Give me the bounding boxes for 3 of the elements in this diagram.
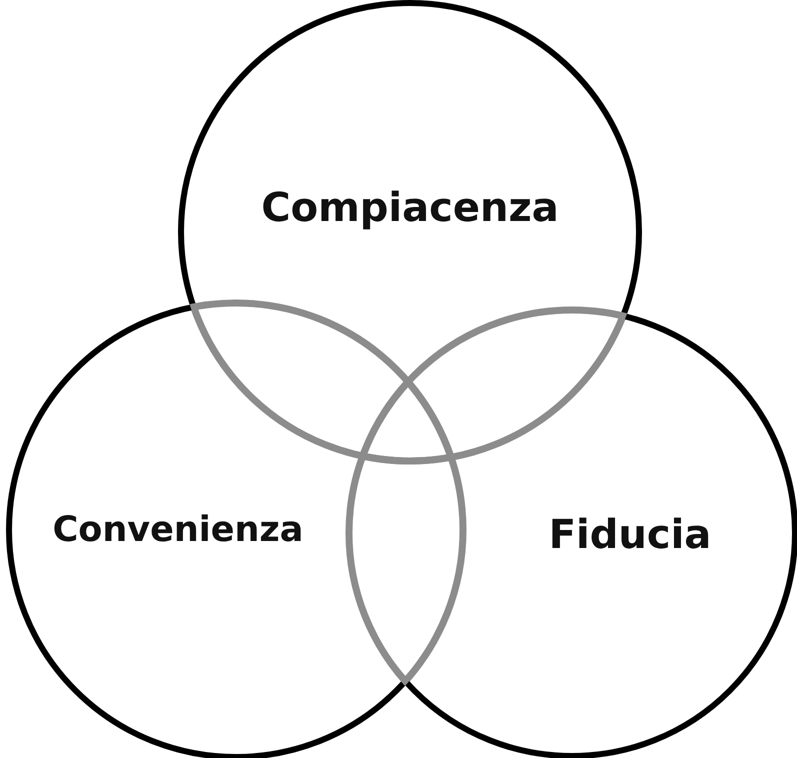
circle-label: Convenienza (52, 510, 304, 550)
circle-label: Fiducia (548, 512, 712, 558)
circle-label: Compiacenza (261, 185, 559, 231)
